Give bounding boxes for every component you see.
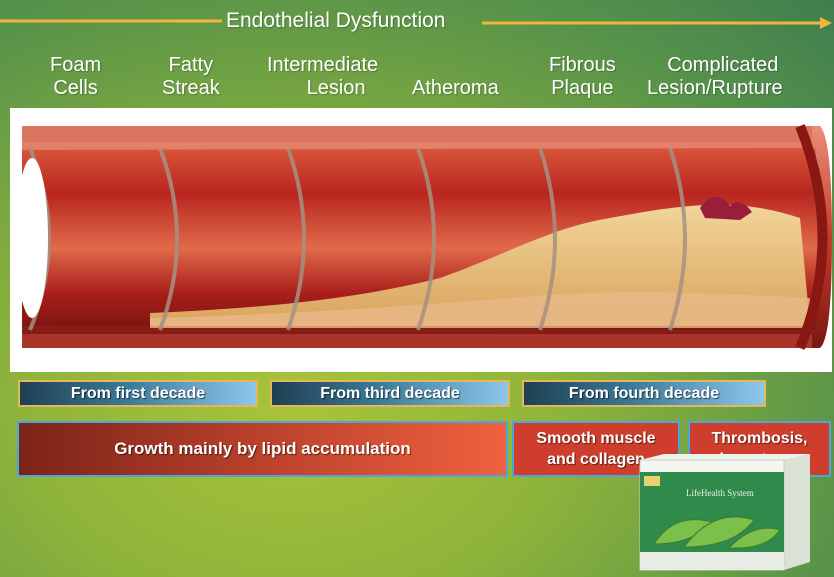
phase-thrombosis-line1: Thrombosis, <box>711 428 807 449</box>
stage-line2: Atheroma <box>412 77 499 100</box>
title: Endothelial Dysfunction <box>226 9 445 33</box>
stage-line2: Streak <box>162 77 220 100</box>
decade-third: From third decade <box>270 380 510 407</box>
stage-line2: Lesion/Rupture <box>647 77 783 100</box>
decade-fourth: From fourth decade <box>522 380 766 407</box>
stage-line2: Lesion <box>267 77 378 100</box>
stage-label-foam-cells: Foam Cells <box>50 54 101 100</box>
phase-lipid-label: Growth mainly by lipid accumulation <box>114 439 411 459</box>
stage-line1 <box>412 54 499 77</box>
stage-label-fatty-streak: Fatty Streak <box>162 54 220 100</box>
stage-line1: Intermediate <box>267 54 378 77</box>
stage-line1: Foam <box>50 54 101 77</box>
stage-label-complicated-lesion: Complicated Lesion/Rupture <box>647 54 783 100</box>
artery-illustration-panel <box>10 108 832 372</box>
stage-label-fibrous-plaque: Fibrous Plaque <box>549 54 616 100</box>
stage-label-intermediate-lesion: Intermediate Lesion <box>267 54 378 100</box>
artery-cross-section-illustration <box>10 108 832 372</box>
phase-smooth-line2: and collagen <box>547 449 645 470</box>
stage-label-atheroma: Atheroma <box>412 54 499 100</box>
stage-line1: Fatty <box>162 54 220 77</box>
phase-smooth-line1: Smooth muscle <box>536 428 655 449</box>
title-banner: Endothelial Dysfunction <box>0 0 834 40</box>
stage-line2: Plaque <box>549 77 616 100</box>
stage-line2: Cells <box>50 77 101 100</box>
stage-line1: Complicated <box>647 54 783 77</box>
product-label: LifeHealth System <box>686 488 754 498</box>
phase-lipid-accumulation: Growth mainly by lipid accumulation <box>17 421 508 477</box>
stage-line1: Fibrous <box>549 54 616 77</box>
product-box-image: LifeHealth System <box>634 452 816 572</box>
decade-first: From first decade <box>18 380 258 407</box>
product-box-illustration <box>634 452 816 572</box>
